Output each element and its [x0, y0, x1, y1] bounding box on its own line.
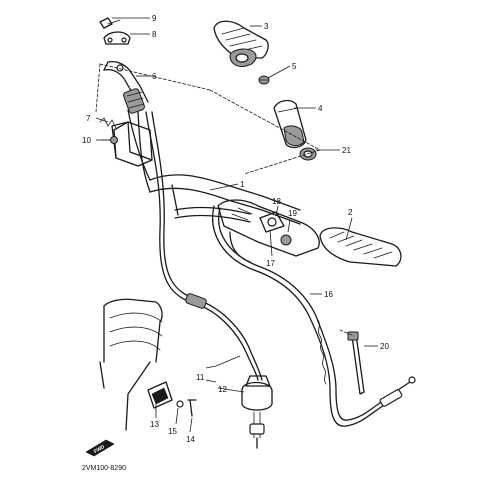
callout-11: 11 [196, 373, 205, 382]
screw [258, 75, 270, 85]
callout-12: 12 [218, 385, 227, 394]
callout-labels: 9 8 6 7 10 3 5 4 21 1 2 18 19 17 16 20 1… [82, 14, 389, 444]
callout-2: 2 [348, 208, 353, 217]
left-grip [213, 20, 269, 67]
fwd-badge-text: FWD [93, 444, 106, 455]
fork-boot [99, 298, 163, 431]
cable-junction [241, 375, 273, 449]
callout-18: 18 [272, 197, 281, 206]
callout-4: 4 [318, 104, 323, 113]
throttle-housing [217, 199, 320, 257]
throttle-tube [273, 99, 307, 149]
callout-17: 17 [266, 259, 275, 268]
callout-21: 21 [342, 146, 351, 155]
callout-20: 20 [380, 342, 389, 351]
callout-5: 5 [292, 62, 297, 71]
part-code: 2VM100-8290 [82, 465, 126, 472]
callout-1: 1 [240, 180, 245, 189]
callout-14: 14 [186, 435, 195, 444]
brake-switch [147, 381, 197, 417]
callout-3: 3 [264, 22, 269, 31]
throttle-cable-16 [212, 205, 416, 427]
callout-16: 16 [324, 290, 333, 299]
return-cable [229, 231, 251, 263]
callout-7: 7 [86, 114, 91, 123]
fwd-badge: FWD [85, 439, 115, 457]
clutch-cable [145, 111, 263, 381]
assembly-outline [95, 63, 355, 337]
callout-13: 13 [150, 420, 159, 429]
callout-10: 10 [82, 136, 91, 145]
right-grip [319, 227, 402, 267]
callout-9: 9 [152, 14, 157, 23]
callout-6: 6 [152, 72, 157, 81]
clutch-lever-assembly [99, 17, 153, 167]
callout-15: 15 [168, 427, 177, 436]
callout-8: 8 [152, 30, 157, 39]
leader-lines [95, 17, 378, 433]
cable-tie [347, 331, 365, 395]
callout-19: 19 [288, 209, 297, 218]
